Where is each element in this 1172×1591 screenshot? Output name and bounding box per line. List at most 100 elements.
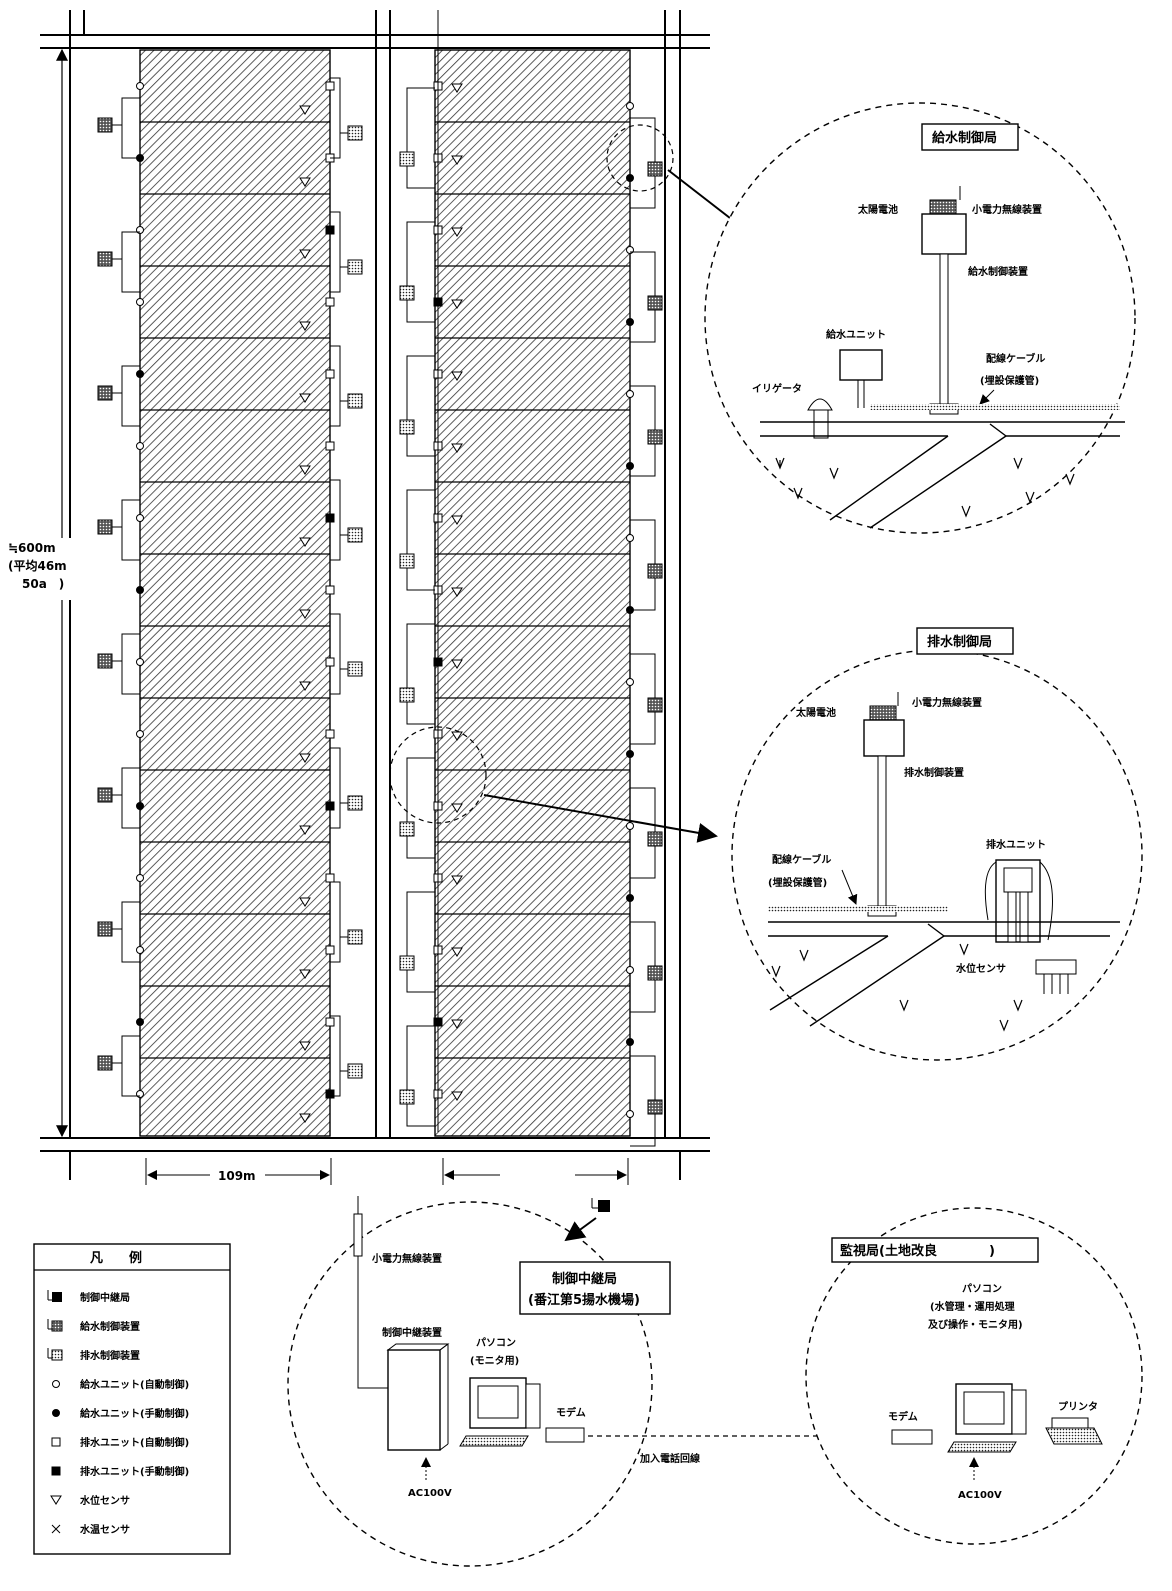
wiring [407,356,435,456]
field-column [435,50,630,1136]
drain-controller-marker [400,420,414,434]
supply-controller-marker [648,296,662,310]
conduit-label: (埋設保護管) [980,374,1039,387]
wiring [112,768,140,828]
wiring [330,212,348,292]
drain-controller-marker [400,286,414,300]
drain-unit-marker [326,658,334,666]
wiring [407,490,435,590]
legend-label: 給水ユニット(手動制御) [80,1407,189,1420]
drain-controller-marker [348,1064,362,1078]
supply-controller-marker [648,162,662,176]
legend-label: 水温センサ [79,1523,130,1536]
drain-controller-marker [348,260,362,274]
unit-label: 排水ユニット [986,838,1046,851]
cable-label: 配線ケーブル [772,853,831,866]
supply-unit-marker [137,803,144,810]
wiring [407,624,435,724]
drain-unit-marker [326,802,334,810]
supply-controller-marker [98,386,112,400]
width-dimension: 109m [146,1158,628,1185]
phone-line-label: 加入電話回線 [639,1452,700,1465]
monitoring-station: 監視局(土地改良 ) パソコン (水管理・運用処理 及び操作・モニタ用) モデム… [806,1208,1142,1544]
supply-unit-marker [627,1039,634,1046]
supply-unit-marker [137,515,144,522]
supply-unit-marker [627,535,634,542]
drain-station-title: 排水制御局 [927,634,992,650]
drain-controller-marker [400,152,414,166]
wiring [407,222,435,322]
controller-label: 給水制御装置 [968,265,1028,278]
legend-title: 凡 例 [90,1250,142,1266]
drain-unit-marker [326,82,334,90]
legend: 凡 例 制御中継局給水制御装置排水制御装置給水ユニット(自動制御)給水ユニット(… [34,1244,230,1554]
supply-controller-icon [922,214,966,254]
level-sensor-label: 水位センサ [955,962,1006,975]
drain-controller-marker [348,528,362,542]
supply-controller-marker [648,966,662,980]
drain-controller-marker [348,930,362,944]
area-label: 50a ) [22,577,64,591]
pc-label: パソコン [962,1283,1002,1295]
wiring [112,500,140,560]
average-label: (平均46m [8,558,67,573]
supply-unit-marker [627,895,634,902]
legend-item: 制御中継局 [48,1290,130,1304]
supply-unit-marker [627,967,634,974]
drain-controller-marker [348,662,362,676]
drain-controller-marker [400,822,414,836]
pc-label: パソコン [476,1337,516,1349]
pc-note2-label: 及び操作・モニタ用) [928,1318,1023,1331]
supply-controller-marker [648,430,662,444]
supply-controller-marker [98,118,112,132]
legend-label: 給水ユニット(自動制御) [80,1378,189,1391]
solar-panel-icon [930,200,956,214]
wiring [112,902,140,962]
drain-controller-marker [348,394,362,408]
level-sensor-icon [1036,960,1076,974]
drain-control-station: 排水制御局 太陽電池 小電力無線装置 排水制御装置 配線ケーブル (埋設保護管)… [732,628,1142,1060]
monitor-title: 監視局(土地改良 ) [840,1243,995,1259]
drain-unit-marker [326,1090,334,1098]
wiring [407,1026,435,1126]
supply-unit-marker [627,391,634,398]
supply-unit-marker [137,659,144,666]
drain-unit-marker [326,514,334,522]
relay-title: 制御中継局 [552,1271,617,1287]
supply-unit-marker [627,319,634,326]
supply-control-station: 給水制御局 太陽電池 小電力無線装置 給水制御装置 給水ユニット イリゲータ 配… [705,103,1135,533]
drain-unit-marker [326,298,334,306]
conduit-label: (埋設保護管) [768,876,827,889]
relay-station: 小電力無線装置 制御中継局 (番江第5揚水機場) 制御中継装置 AC100V パ… [288,1196,670,1566]
supply-unit-marker [627,175,634,182]
drain-unit-marker [326,946,334,954]
radio-label: 小電力無線装置 [371,1252,442,1265]
supply-controller-marker [98,1056,112,1070]
relay-device-label: 制御中継装置 [382,1326,442,1339]
relay-device-icon [388,1350,440,1450]
supply-controller-marker [648,564,662,578]
solar-label: 太陽電池 [857,203,898,216]
wiring [330,748,348,828]
legend-label: 排水ユニット(手動制御) [80,1465,189,1478]
supply-station-title: 給水制御局 [932,130,997,146]
wiring [112,98,140,158]
supply-unit-marker [137,947,144,954]
controller-label: 排水制御装置 [904,766,964,779]
unit-label: 給水ユニット [826,328,886,341]
drain-unit-marker [326,874,334,882]
supply-unit-marker [627,1111,634,1118]
drain-unit-marker [326,1018,334,1026]
supply-unit-marker [627,103,634,110]
pc-note1-label: (水管理・運用処理 [930,1300,1015,1313]
legend-label: 給水制御装置 [80,1320,140,1333]
printer-icon [1046,1428,1102,1444]
wiring [112,366,140,426]
antenna-icon [354,1214,362,1256]
drain-controller-icon [864,720,904,756]
power-label: AC100V [408,1488,452,1499]
supply-controller-marker [98,520,112,534]
wiring [330,614,348,694]
pc-note-label: (モニタ用) [470,1355,519,1367]
supply-unit-marker [137,371,144,378]
